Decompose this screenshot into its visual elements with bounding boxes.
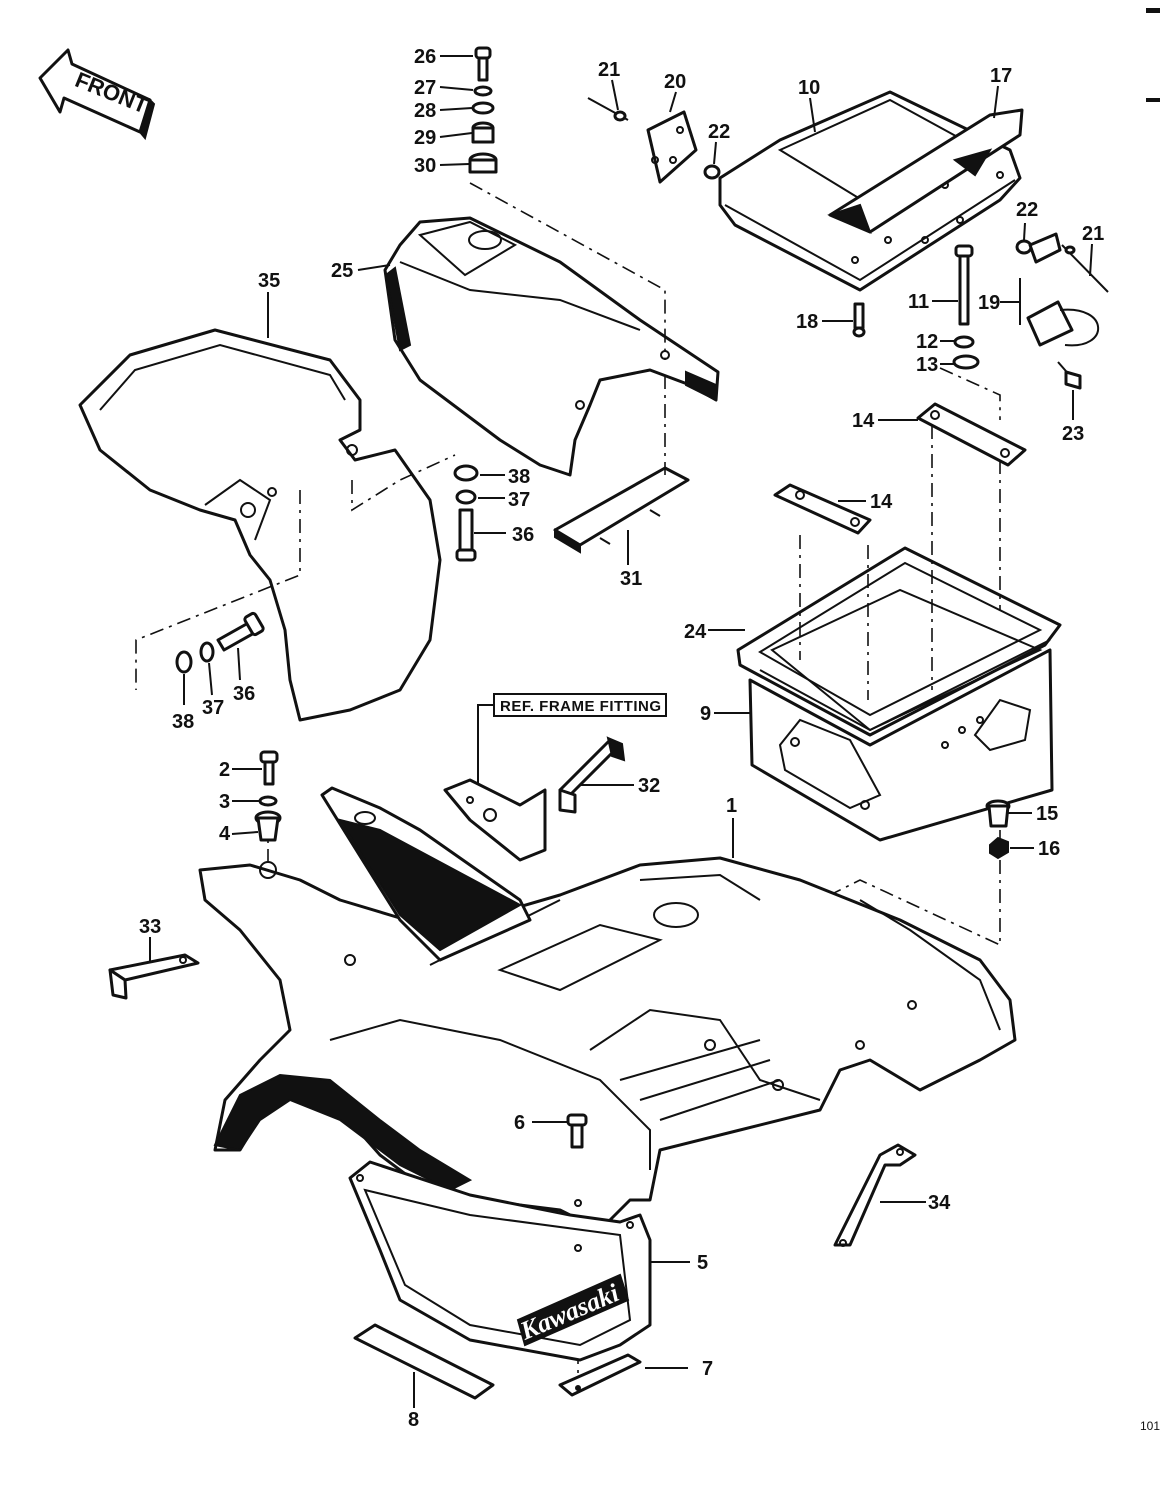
callout-18: 18 bbox=[796, 311, 818, 333]
hardware-2-4 bbox=[254, 750, 282, 842]
hardware-36-38-upper bbox=[453, 464, 479, 562]
callout-26: 26 bbox=[414, 46, 436, 68]
rear-fender-1 bbox=[198, 856, 1017, 1232]
callout-10: 10 bbox=[798, 77, 820, 99]
page-number: 101 bbox=[1140, 1419, 1160, 1433]
callout-25: 25 bbox=[331, 260, 353, 282]
plate-8 bbox=[353, 1323, 495, 1400]
callout-37b: 37 bbox=[202, 697, 224, 719]
callout-11: 11 bbox=[908, 291, 929, 313]
strap-14-lower bbox=[773, 483, 872, 535]
callout-14b: 14 bbox=[870, 491, 893, 513]
edge-mark bbox=[1146, 98, 1160, 102]
callout-27: 27 bbox=[414, 77, 436, 99]
callout-14a: 14 bbox=[852, 410, 875, 432]
seat-cowl bbox=[383, 216, 720, 477]
flap-arm-1 bbox=[320, 786, 532, 962]
bracket-33 bbox=[108, 953, 200, 1000]
callout-20: 20 bbox=[664, 71, 686, 93]
hardware-36-38-lower bbox=[175, 611, 265, 674]
strap-17 bbox=[827, 108, 1024, 234]
edge-mark bbox=[1146, 8, 1160, 13]
callout-21b: 21 bbox=[1082, 223, 1104, 245]
callout-36b: 36 bbox=[233, 683, 255, 705]
callout-13: 13 bbox=[916, 354, 938, 376]
mud-flap-5: Kawasaki bbox=[348, 1160, 652, 1362]
box-9 bbox=[748, 588, 1054, 842]
callout-37a: 37 bbox=[508, 489, 530, 511]
callout-9: 9 bbox=[700, 703, 711, 725]
callout-38a: 38 bbox=[508, 466, 530, 488]
svg-text:REF. FRAME FITTING: REF. FRAME FITTING bbox=[500, 698, 662, 715]
callout-34: 34 bbox=[928, 1192, 951, 1214]
callout-23: 23 bbox=[1062, 423, 1084, 445]
callout-16: 16 bbox=[1038, 838, 1060, 860]
callout-24: 24 bbox=[684, 621, 707, 643]
callout-33: 33 bbox=[139, 916, 161, 938]
callout-32: 32 bbox=[638, 775, 660, 797]
callout-22a: 22 bbox=[708, 121, 730, 143]
bracket-34 bbox=[833, 1143, 917, 1247]
callout-2: 2 bbox=[219, 759, 230, 781]
bolt-stack-11-13 bbox=[952, 244, 980, 370]
callout-19: 19 bbox=[978, 292, 1000, 314]
ref-frame-fitting-label: REF. FRAME FITTING bbox=[493, 693, 667, 717]
callout-12: 12 bbox=[916, 331, 938, 353]
bracket-32 bbox=[558, 736, 626, 814]
bolt-18 bbox=[852, 302, 866, 338]
strap-14-upper bbox=[916, 402, 1027, 467]
bolt-stack-26-30 bbox=[468, 46, 498, 174]
callout-15: 15 bbox=[1036, 803, 1058, 825]
plate-20 bbox=[587, 97, 721, 184]
callout-3: 3 bbox=[219, 791, 230, 813]
callout-22b: 22 bbox=[1016, 199, 1038, 221]
callout-30: 30 bbox=[414, 155, 436, 177]
callout-17: 17 bbox=[990, 65, 1012, 87]
callout-29: 29 bbox=[414, 127, 436, 149]
front-fender-35 bbox=[78, 328, 442, 722]
plate-7 bbox=[558, 1353, 642, 1397]
callout-4: 4 bbox=[219, 823, 231, 845]
callout-31: 31 bbox=[620, 568, 642, 590]
callout-6: 6 bbox=[514, 1112, 525, 1134]
nut-16 bbox=[989, 836, 1009, 860]
callout-38b: 38 bbox=[172, 711, 194, 733]
callout-8: 8 bbox=[408, 1409, 419, 1431]
bracket-31 bbox=[553, 466, 690, 554]
latch-19 bbox=[1015, 232, 1109, 390]
frame-fitting bbox=[443, 778, 547, 862]
front-arrow-icon: FRONT bbox=[38, 48, 156, 141]
callout-5: 5 bbox=[697, 1252, 708, 1274]
callout-1: 1 bbox=[726, 795, 737, 817]
callout-35: 35 bbox=[258, 270, 280, 292]
callout-labels: 1 2 3 4 5 6 7 8 9 10 11 12 13 14 14 15 1… bbox=[139, 46, 1104, 1431]
callout-28: 28 bbox=[414, 100, 436, 122]
callout-36a: 36 bbox=[512, 524, 534, 546]
callout-7: 7 bbox=[702, 1358, 713, 1380]
callout-21a: 21 bbox=[598, 59, 620, 81]
grommet-15 bbox=[985, 799, 1011, 828]
screw-6 bbox=[566, 1113, 588, 1149]
